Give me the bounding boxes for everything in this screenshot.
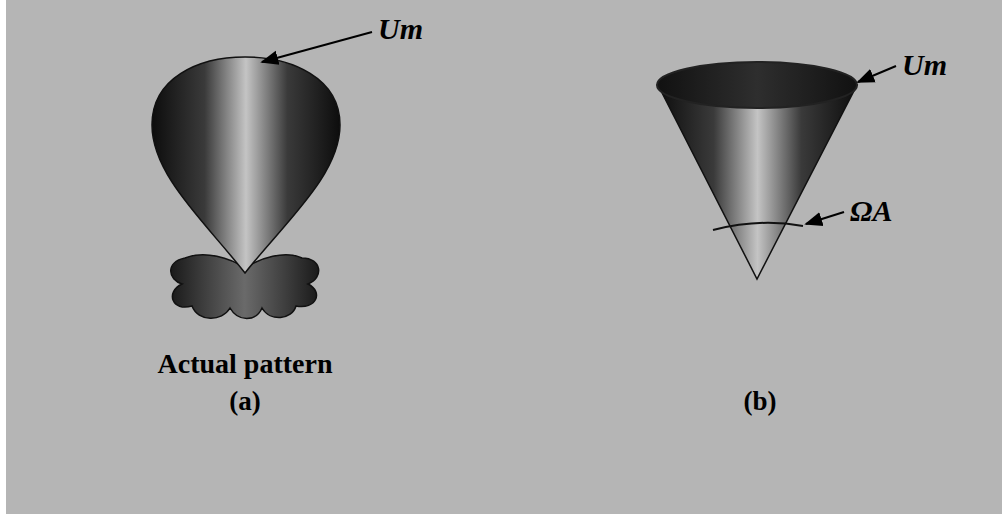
solid-angle-arc (713, 223, 803, 230)
figure-letter: (a) (229, 388, 260, 415)
solid-angle-symbol: ΩA (850, 196, 892, 226)
magnitude-symbol: Um (902, 50, 947, 80)
leader-arrow (262, 32, 372, 62)
leader-arrow (858, 66, 896, 82)
pattern-caption: Actual pattern (158, 350, 333, 378)
figure-letter: (b) (744, 388, 777, 415)
leader-arrow (806, 212, 844, 224)
magnitude-symbol: Um (378, 14, 423, 44)
beam-cone (658, 85, 857, 279)
cone-top (657, 62, 857, 108)
main-lobe (152, 57, 340, 273)
